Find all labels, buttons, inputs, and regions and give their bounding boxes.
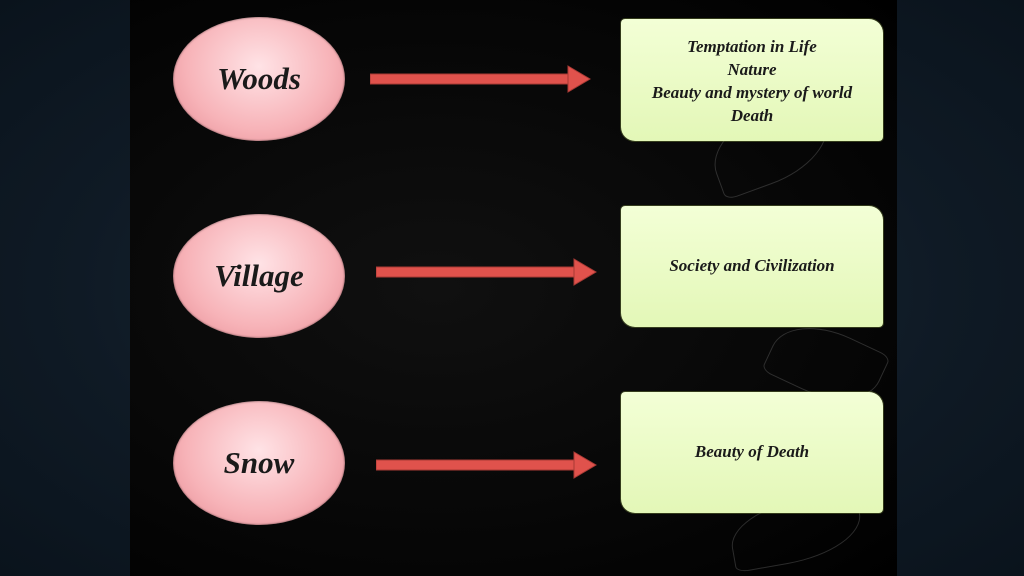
meaning-line: Temptation in Life	[687, 37, 817, 56]
meaning-line: Death	[730, 106, 774, 125]
meaning-line: Beauty of Death	[694, 442, 810, 461]
concept-ellipse-village: Village	[173, 214, 345, 338]
concept-ellipse-woods: Woods	[173, 17, 345, 141]
concept-label: Snow	[223, 445, 295, 480]
arrow-village	[376, 258, 597, 286]
arrow-woods	[370, 65, 591, 93]
meaning-line: Society and Civilization	[669, 256, 835, 275]
concept-ellipse-snow: Snow	[173, 401, 345, 525]
concept-label: Village	[214, 258, 304, 293]
meaning-line: Nature	[727, 60, 777, 79]
slide: Woods Temptation in Life Nature Beauty a…	[130, 0, 897, 576]
meaning-box-woods: Temptation in Life Nature Beauty and mys…	[621, 19, 883, 141]
concept-label: Woods	[217, 61, 301, 96]
meaning-box-village: Society and Civilization	[621, 206, 883, 327]
arrow-snow	[376, 451, 597, 479]
meaning-box-snow: Beauty of Death	[621, 392, 883, 513]
meaning-line: Beauty and mystery of world	[651, 83, 853, 102]
